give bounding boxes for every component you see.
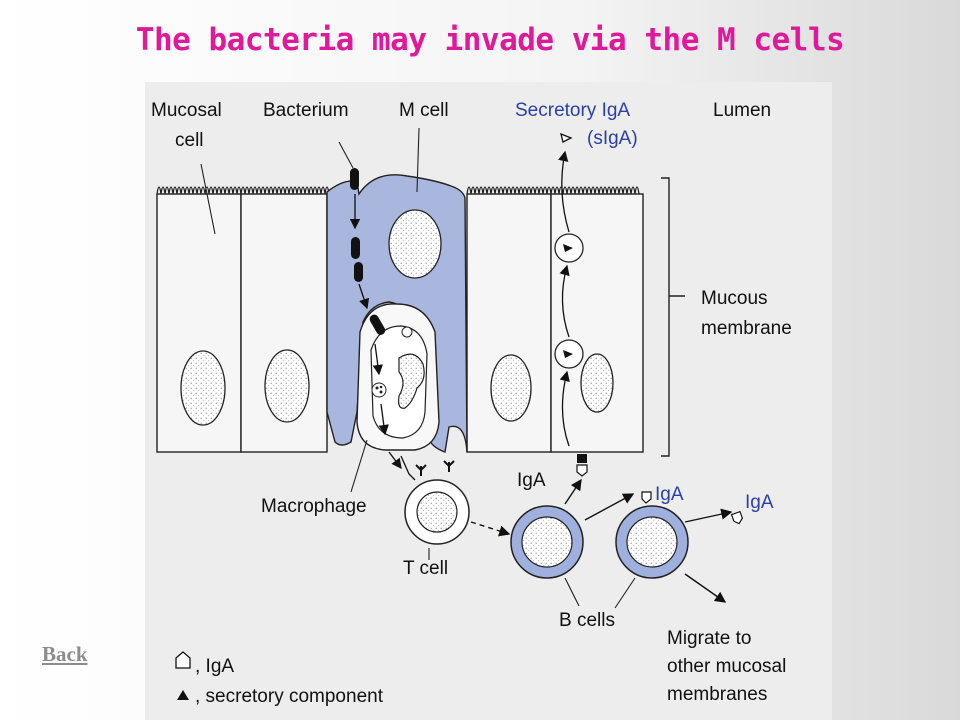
label-mucous-membrane-1: Mucous	[701, 288, 768, 309]
antigen-presentation	[400, 455, 416, 481]
label-b-cells: B cells	[559, 610, 615, 631]
iga-symbols	[641, 491, 744, 525]
label-mucous-membrane-2: membrane	[701, 318, 792, 339]
phagosome-dots	[375, 385, 383, 394]
label-migrate-2: other mucosal	[667, 656, 786, 677]
macrophage-nucleus	[398, 353, 425, 409]
legend-pentagon-icon	[175, 651, 191, 669]
label-lumen: Lumen	[713, 100, 771, 121]
label-migrate-3: membranes	[667, 684, 767, 705]
legend-secretory-text: , secretory component	[195, 686, 384, 707]
slide-title: The bacteria may invade via the M cells	[135, 22, 845, 58]
label-t-cell: T cell	[403, 558, 448, 579]
label-m-cell: M cell	[399, 100, 449, 121]
m-cell-diagram: Mucosal cell Bacterium M cell Secretory …	[151, 100, 792, 707]
mucosal-cells-left	[156, 193, 328, 453]
back-link[interactable]: Back	[42, 642, 88, 666]
legend-triangle-icon	[177, 690, 189, 700]
bacteria	[350, 168, 386, 335]
b-cells	[510, 505, 689, 579]
t-to-b-arrow	[470, 521, 511, 537]
phagosome-1	[401, 326, 413, 338]
bacteria-path-arrows	[349, 194, 402, 470]
label-iga-1: IgA	[517, 470, 546, 491]
m-cell-nucleus	[388, 209, 442, 279]
label-leaders	[200, 127, 636, 609]
t-cell-receptors	[415, 460, 455, 476]
legend: , IgA , secretory component	[175, 651, 384, 707]
epithelial-nuclei	[180, 349, 614, 426]
legend-iga-text: , IgA	[195, 656, 234, 677]
label-migrate-1: Migrate to	[667, 628, 751, 649]
transcytosis-arrows	[558, 150, 570, 447]
vesicle-iga-symbols	[563, 244, 573, 358]
label-iga-3: IgA	[745, 492, 774, 513]
label-iga-2: IgA	[655, 484, 684, 505]
label-mucosal-cell-2: cell	[175, 130, 204, 151]
mucosal-cells-right	[466, 193, 644, 453]
t-cell-nucleus	[416, 491, 458, 533]
microvilli-border	[156, 186, 640, 195]
phagosome-2	[371, 382, 387, 398]
label-secretory-iga-2: (sIgA)	[587, 128, 638, 149]
secretory-iga-symbol	[560, 132, 573, 143]
label-bacterium: Bacterium	[263, 100, 349, 121]
mucous-membrane-bracket	[661, 177, 685, 457]
receptor-iga-symbol	[576, 464, 588, 477]
label-macrophage: Macrophage	[261, 496, 367, 517]
b-cell-arrows	[564, 478, 733, 603]
label-secretory-iga-1: Secretory IgA	[515, 100, 630, 121]
figure-panel: Mucosal cell Bacterium M cell Secretory …	[145, 82, 832, 720]
poly-ig-receptor	[577, 454, 587, 463]
label-mucosal-cell-1: Mucosal	[151, 100, 222, 121]
